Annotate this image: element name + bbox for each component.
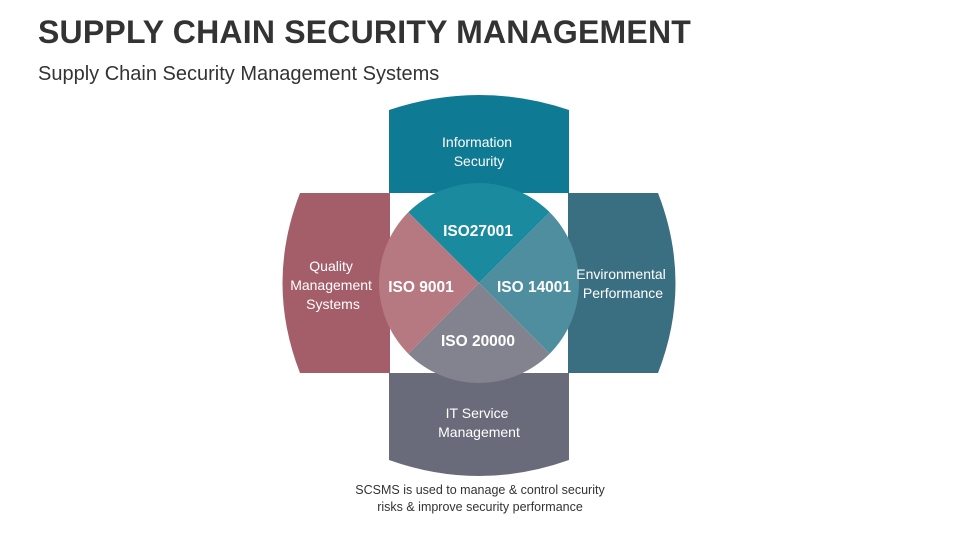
petal-label-information-security: Information Security	[442, 134, 516, 169]
petal-quality-management	[282, 193, 390, 373]
iso-14001-quadrant	[479, 212, 579, 354]
iso-27001-label: ISO27001	[443, 223, 513, 240]
petal-information-security	[389, 95, 569, 193]
iso-20000-quadrant	[408, 283, 550, 383]
footnote: SCSMS is used to manage & control securi…	[330, 482, 630, 516]
petal-label-environmental-performance: Environmental Performance	[576, 266, 669, 301]
footnote-line: SCSMS is used to manage & control securi…	[355, 483, 605, 497]
iso-20000-label: ISO 20000	[441, 333, 515, 350]
iso-14001-label: ISO 14001	[497, 279, 571, 296]
page-subtitle: Supply Chain Security Management Systems	[38, 63, 440, 85]
footnote-line: risks & improve security performance	[377, 500, 583, 514]
petal-label-it-service-management: IT Service Management	[438, 405, 520, 440]
petal-environmental-performance	[568, 193, 676, 373]
iso-9001-quadrant	[379, 212, 479, 354]
petal-it-service-management	[389, 373, 569, 476]
iso-27001-quadrant	[408, 183, 550, 283]
page-title: SUPPLY CHAIN SECURITY MANAGEMENT	[38, 14, 692, 50]
petal-label-quality-management-systems: Quality Management Systems	[290, 258, 376, 312]
iso-9001-label: ISO 9001	[388, 279, 454, 296]
